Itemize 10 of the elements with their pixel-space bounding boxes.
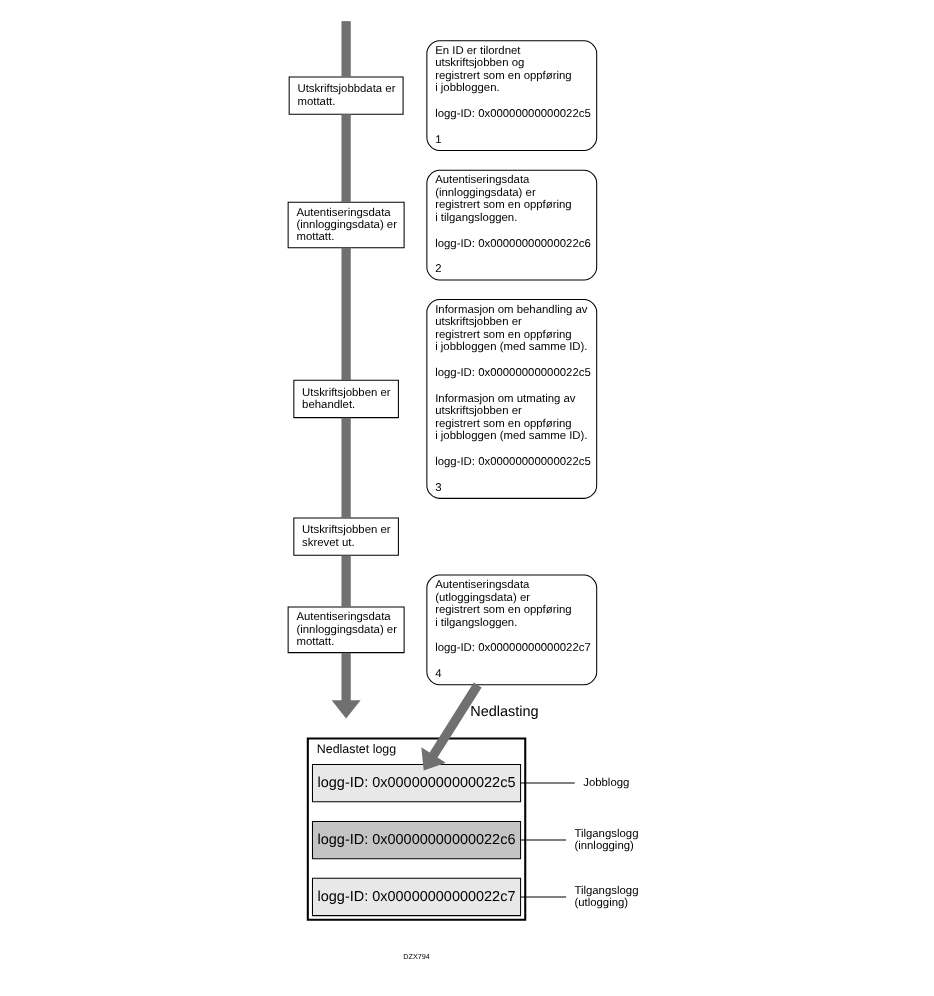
- connector: [520, 839, 567, 841]
- arrow: [421, 682, 482, 771]
- arrow: [331, 652, 361, 719]
- connector: [341, 247, 351, 380]
- connector: [341, 21, 351, 77]
- connector: [341, 417, 351, 518]
- connector: [520, 896, 567, 898]
- connector: [520, 782, 576, 784]
- connector: [341, 555, 351, 607]
- connector: [341, 114, 351, 203]
